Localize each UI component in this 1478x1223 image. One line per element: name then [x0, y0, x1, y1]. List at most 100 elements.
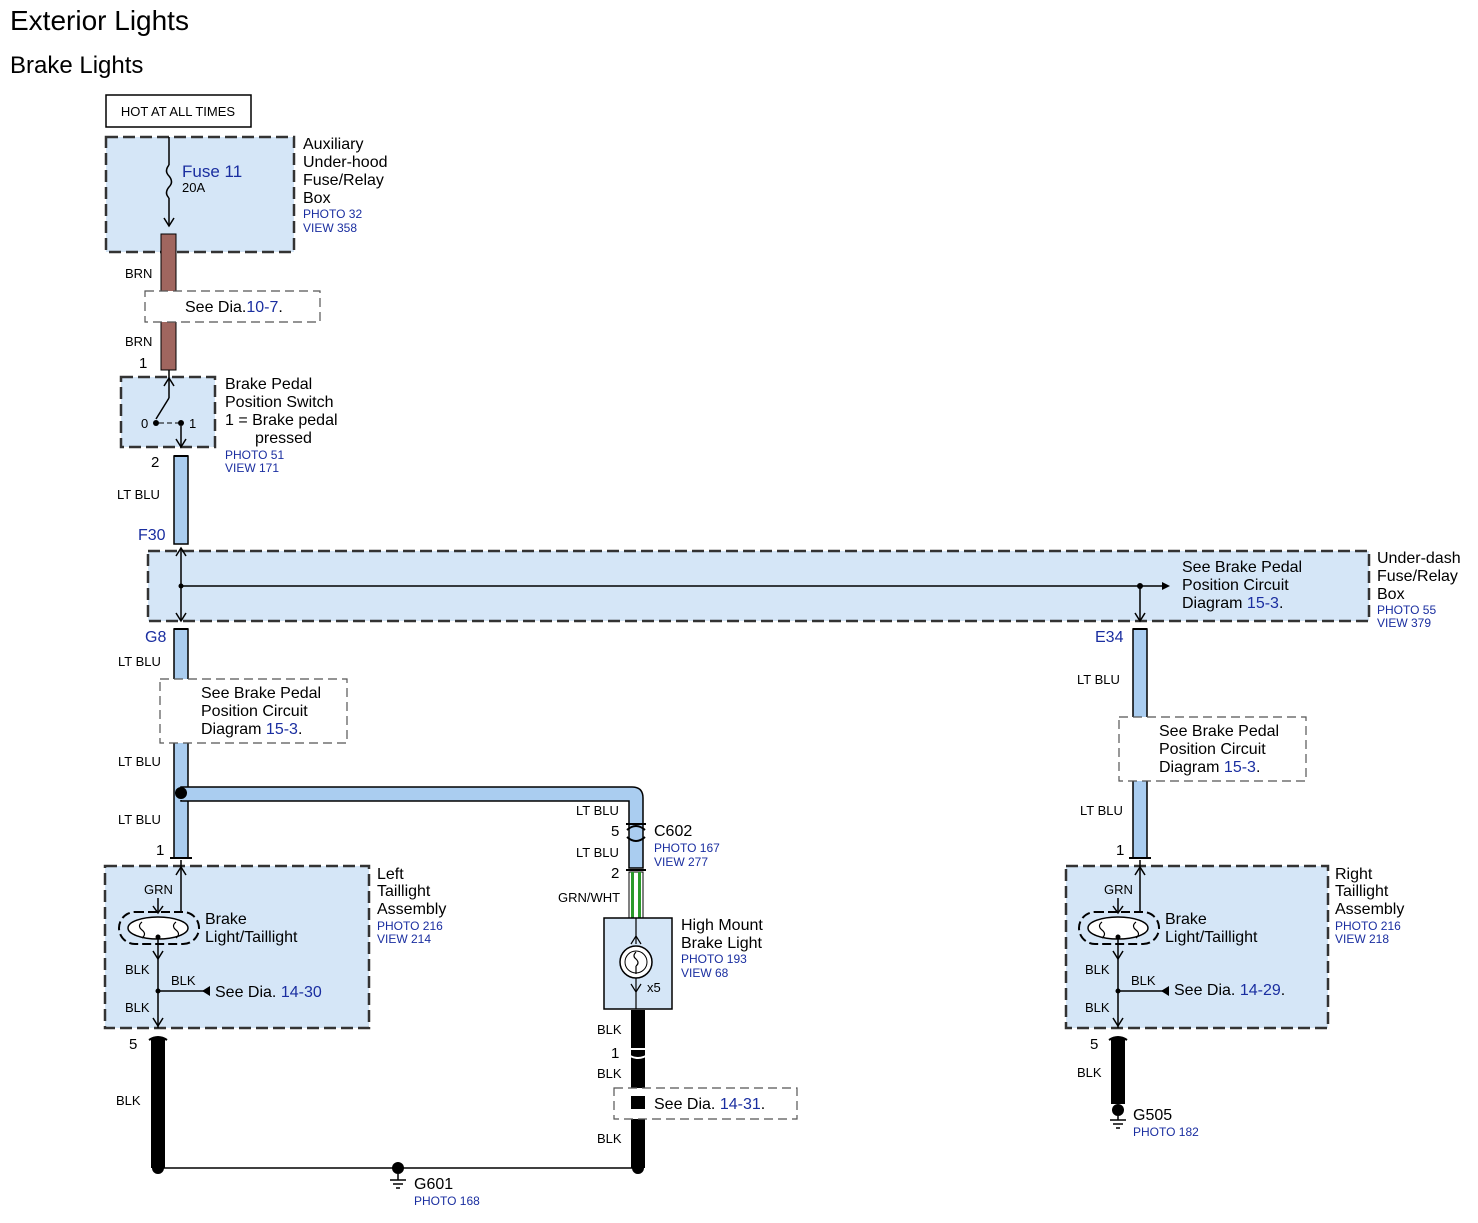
left-blk-label-3: BLK [125, 1000, 150, 1015]
svg-text:Light/Taillight: Light/Taillight [1165, 929, 1258, 946]
svg-text:pressed: pressed [255, 430, 312, 447]
c602-pin-2: 2 [611, 865, 619, 882]
aux-fuse-box [104, 135, 296, 254]
right-blk-label-3: BLK [1085, 1000, 1110, 1015]
svg-text:Diagram 15-3.: Diagram 15-3. [1182, 595, 1283, 612]
left-grn-label: GRN [144, 882, 173, 897]
lt-blu-wire-1 [173, 455, 189, 545]
page-title: Exterior Lights [10, 5, 189, 36]
right-blk-label-1: BLK [1085, 962, 1110, 977]
lt-blu-label-2: LT BLU [118, 654, 161, 669]
c602-name: C602 [654, 823, 692, 840]
brn-wire-label-bottom: BRN [125, 334, 152, 349]
aux-fuse-box-name: Auxiliary Under-hood Fuse/Relay Box [303, 136, 388, 207]
pin-e34: E34 [1095, 629, 1124, 646]
g601-name: G601 [414, 1176, 453, 1193]
left-blk-label-2: BLK [171, 973, 196, 988]
g601-photo-ref: PHOTO 168 [414, 1194, 480, 1208]
svg-text:Position Circuit: Position Circuit [1159, 741, 1266, 758]
lt-blu-label-r1: LT BLU [1077, 672, 1120, 687]
svg-text:Brake: Brake [1165, 911, 1207, 928]
fuse-rating: 20A [182, 180, 205, 195]
high-mount-photo-ref: PHOTO 193 [681, 952, 747, 966]
svg-text:Light/Taillight: Light/Taillight [205, 929, 298, 946]
c602-photo-ref: PHOTO 167 [654, 841, 720, 855]
right-blk-label-4: BLK [1077, 1065, 1102, 1080]
lt-blu-wire-branch [180, 786, 644, 869]
svg-text:Under-hood: Under-hood [303, 154, 388, 171]
lt-blu-label-3: LT BLU [118, 754, 161, 769]
blk-wire-left [151, 1038, 165, 1168]
page-subtitle: Brake Lights [10, 52, 143, 79]
right-taillight-name: Right Taillight Assembly [1335, 866, 1404, 918]
brake-pedal-switch-name: Brake Pedal Position Switch 1 = Brake pe… [225, 376, 338, 447]
svg-text:Diagram 15-3.: Diagram 15-3. [201, 721, 302, 738]
switch-photo-ref: PHOTO 51 [225, 448, 284, 462]
under-dash-photo-ref: PHOTO 55 [1377, 603, 1436, 617]
svg-text:Assembly: Assembly [377, 901, 446, 918]
right-bulb-name: Brake Light/Taillight [1165, 911, 1258, 946]
pin-f30: F30 [138, 527, 166, 544]
right-blk-label-2: BLK [1131, 973, 1156, 988]
grn-wht-label: GRN/WHT [558, 890, 620, 905]
lt-blu-label-r2: LT BLU [1080, 803, 1123, 818]
right-tail-photo-ref: PHOTO 216 [1335, 919, 1401, 933]
ground-icon-g601 [390, 1174, 406, 1189]
left-bulb-name: Brake Light/Taillight [205, 911, 298, 946]
svg-text:Diagram 15-3.: Diagram 15-3. [1159, 759, 1260, 776]
svg-text:See Brake Pedal: See Brake Pedal [201, 685, 321, 702]
lt-blu-label-6: LT BLU [576, 845, 619, 860]
brake-pedal-switch-box [119, 375, 217, 449]
right-bp-note-box [1118, 716, 1307, 782]
aux-fuse-photo-ref: PHOTO 32 [303, 207, 362, 221]
svg-text:Position Circuit: Position Circuit [201, 703, 308, 720]
splice-dot [175, 787, 187, 799]
see-dia-10-7-text: See Dia.10-7. [185, 299, 283, 316]
fuse-icon [165, 164, 173, 199]
left-taillight-name: Left Taillight Assembly [377, 866, 446, 918]
left-tail-view-ref: VIEW 214 [377, 932, 431, 946]
svg-text:Under-dash: Under-dash [1377, 550, 1461, 567]
high-mount-multiplier: x5 [647, 980, 661, 995]
right-tail-pin-1: 1 [1116, 842, 1124, 859]
svg-text:Taillight: Taillight [1335, 883, 1389, 900]
high-mount-name: High Mount Brake Light [681, 917, 763, 952]
left-tail-pin-1: 1 [156, 842, 164, 859]
aux-fuse-view-ref: VIEW 358 [303, 221, 357, 235]
lt-blu-label-4: LT BLU [118, 812, 161, 827]
left-blk-label-4: BLK [116, 1093, 141, 1108]
svg-text:Position Switch: Position Switch [225, 394, 334, 411]
svg-text:Fuse/Relay: Fuse/Relay [303, 172, 384, 189]
left-taillight-box [103, 864, 371, 1030]
high-mount-view-ref: VIEW 68 [681, 966, 729, 980]
right-bp-note: See Brake Pedal Position Circuit Diagram… [1159, 723, 1279, 776]
blk-label-c1: BLK [597, 1022, 622, 1037]
svg-text:High Mount: High Mount [681, 917, 763, 934]
c602-pin-5: 5 [611, 823, 619, 840]
switch-pos-0: 0 [141, 416, 148, 431]
svg-text:Auxiliary: Auxiliary [303, 136, 363, 153]
svg-text:Left: Left [377, 866, 404, 883]
dash-bp-note: See Brake Pedal Position Circuit Diagram… [1182, 559, 1302, 612]
brn-wire-label-top: BRN [125, 266, 152, 281]
pin-g8: G8 [145, 629, 166, 646]
right-tail-pin-5: 5 [1090, 1036, 1098, 1053]
right-taillight-box [1064, 864, 1330, 1030]
power-source-box [105, 94, 252, 128]
blk-label-c3: BLK [597, 1131, 622, 1146]
svg-text:Right: Right [1335, 866, 1373, 883]
lt-blu-label-1: LT BLU [117, 487, 160, 502]
under-dash-view-ref: VIEW 379 [1377, 616, 1431, 630]
switch-view-ref: VIEW 171 [225, 461, 279, 475]
svg-text:1 = Brake pedal: 1 = Brake pedal [225, 412, 338, 429]
left-bulb-icon [118, 911, 200, 945]
power-source-label: HOT AT ALL TIMES [121, 104, 235, 119]
see-dia-10-7-note [144, 290, 321, 323]
switch-pin-1: 1 [139, 355, 147, 372]
c602-view-ref: VIEW 277 [654, 855, 708, 869]
g505-photo-ref: PHOTO 182 [1133, 1125, 1199, 1139]
blk-wire-right [1111, 1038, 1125, 1104]
left-bp-note: See Brake Pedal Position Circuit Diagram… [201, 685, 321, 738]
svg-text:Brake: Brake [205, 911, 247, 928]
fuse-name: Fuse 11 [182, 162, 242, 181]
